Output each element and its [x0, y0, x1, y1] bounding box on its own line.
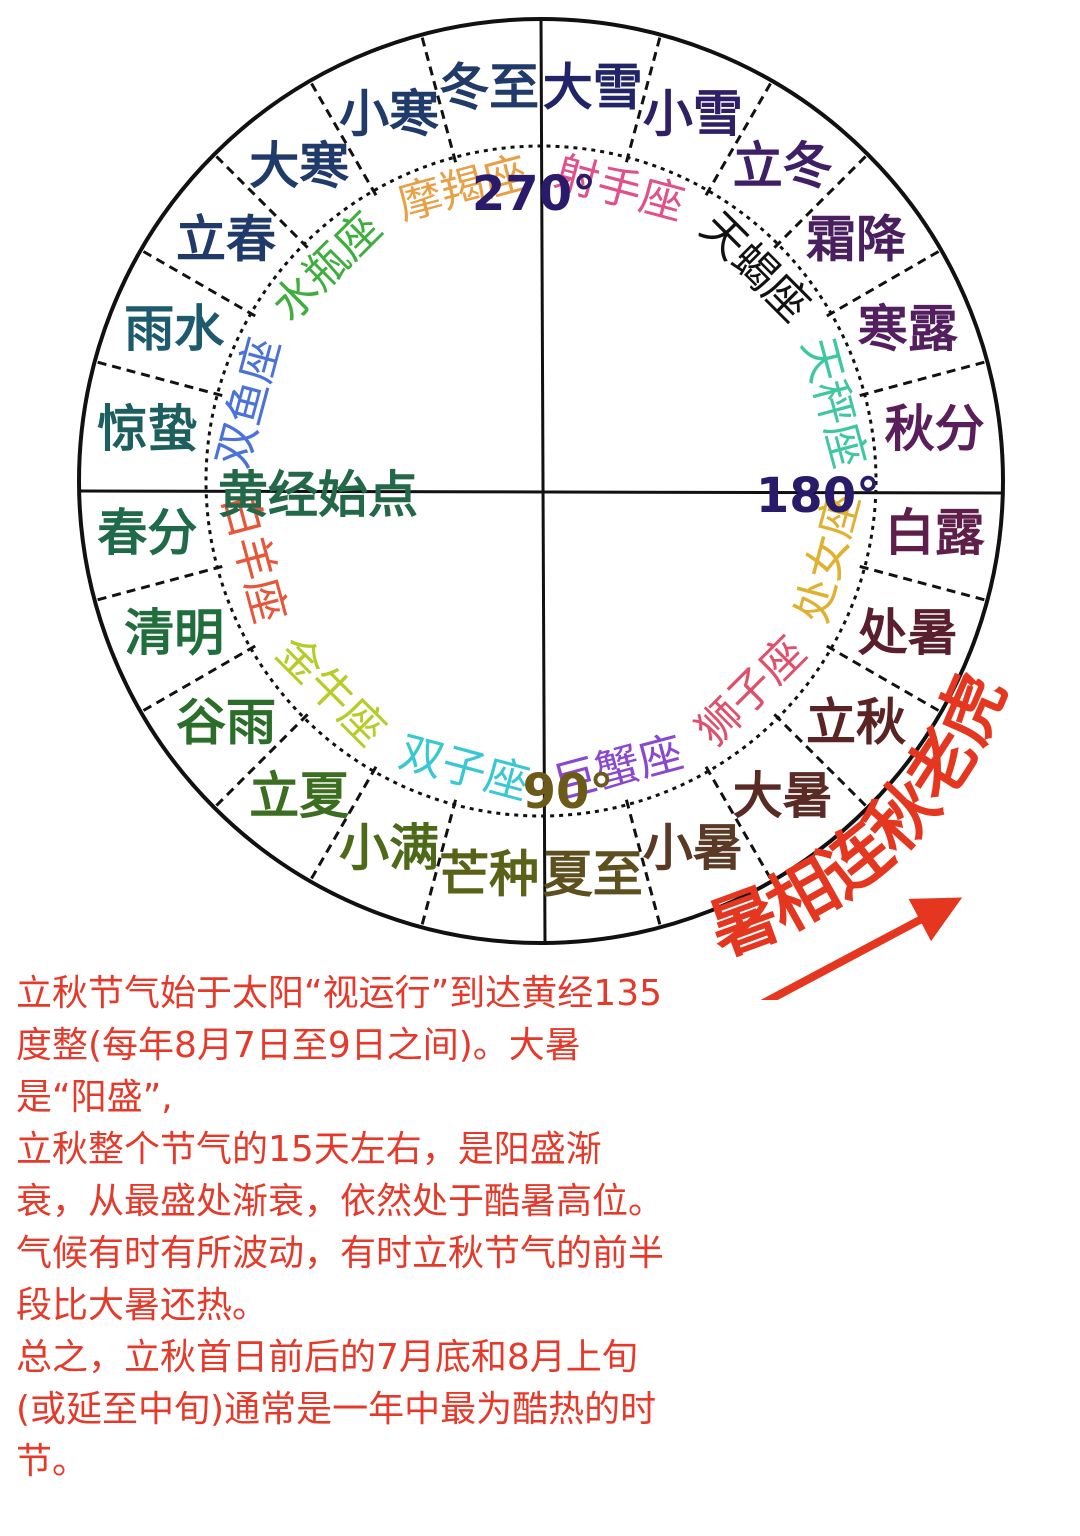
solar-term-label: 雨水: [124, 300, 225, 358]
solar-term-label: 冬至: [439, 58, 539, 116]
term-divider: [419, 34, 458, 163]
term-divider: [140, 248, 256, 318]
solar-term-label: 立春: [176, 210, 276, 268]
term-divider: [704, 766, 774, 882]
term-divider: [624, 799, 663, 928]
solar-term-label: 处暑: [858, 604, 958, 662]
solar-term-label: 大雪: [543, 58, 643, 116]
term-divider: [94, 564, 223, 603]
solar-term-label: 白露: [885, 504, 986, 562]
solar-term-label: 夏至: [543, 846, 643, 904]
term-divider: [624, 34, 663, 163]
term-divider: [859, 564, 988, 603]
zodiac-label: 双子座: [394, 727, 535, 810]
solar-term-label: 谷雨: [176, 694, 276, 752]
solar-term-label: 霜降: [806, 210, 906, 268]
term-divider: [213, 153, 309, 249]
solar-term-label: 小雪: [643, 85, 743, 143]
description-line: 立秋节气始于太阳“视运行”到达黄经135度整(每年8月7日至9日之间)。大暑是“…: [16, 973, 663, 1118]
term-divider: [308, 766, 378, 882]
degree-180-label: 180°: [756, 468, 880, 524]
term-divider: [419, 799, 458, 928]
term-divider: [140, 644, 256, 714]
solar-term-label: 芒种: [439, 846, 539, 904]
solar-term-label: 小满: [339, 819, 439, 877]
vertical-axis: [539, 17, 547, 946]
term-divider: [859, 359, 988, 398]
solar-term-label: 大暑: [733, 767, 833, 825]
description-block: 立秋节气始于太阳“视运行”到达黄经135度整(每年8月7日至9日之间)。大暑是“…: [16, 968, 666, 1488]
solar-term-label: 春分: [97, 504, 197, 562]
ecliptic-start-label: 黄经始点: [218, 466, 418, 524]
solar-terms-zodiac-diagram: 冬至小寒大寒立春雨水惊蛰春分清明谷雨立夏小满芒种夏至小暑大暑 立秋 处暑 白露 秋分 寒露…: [77, 17, 1022, 1000]
solar-term-label: 清明: [124, 604, 224, 662]
term-dividers: [94, 34, 988, 928]
solar-term-label: 小暑: [643, 819, 743, 877]
term-divider: [94, 359, 223, 398]
solar-term-label: 立冬: [733, 137, 833, 195]
term-divider: [213, 713, 309, 809]
description-line: 立秋整个节气的15天左右，是阳盛渐衰，从最盛处渐衰，依然处于酷暑高位。: [16, 1129, 665, 1222]
description-line: 总之，立秋首日前后的7月底和8月上旬(或延至中旬)通常是一年中最为酷热的时节。: [16, 1337, 657, 1482]
degree-270-label: 270°: [472, 166, 596, 222]
solar-term-labels: 冬至小寒大寒立春雨水惊蛰春分清明谷雨立夏小满芒种夏至小暑大暑 立秋 处暑 白露 秋分 寒露…: [97, 58, 985, 903]
solar-term-label: 立夏: [249, 767, 350, 825]
term-divider: [773, 153, 869, 249]
term-divider: [308, 80, 378, 196]
arrow-shaft: [760, 897, 963, 1000]
degree-90-label: 90°: [523, 764, 614, 820]
description-line: 气候有时有所波动，有时立秋节气的前半段比大暑还热。: [16, 1233, 665, 1326]
solar-term-label: 立秋: [806, 694, 906, 752]
term-divider: [826, 644, 942, 714]
solar-term-label: 秋分: [885, 400, 985, 458]
solar-term-label: 惊蛰: [97, 400, 197, 458]
solar-term-label: 小寒: [339, 85, 439, 143]
term-divider: [826, 248, 942, 318]
term-divider: [773, 713, 869, 809]
horizontal-axis: [79, 489, 1004, 495]
solar-term-label: 寒露: [858, 300, 959, 358]
solar-term-label: 大寒: [249, 137, 349, 195]
term-divider: [704, 80, 774, 196]
